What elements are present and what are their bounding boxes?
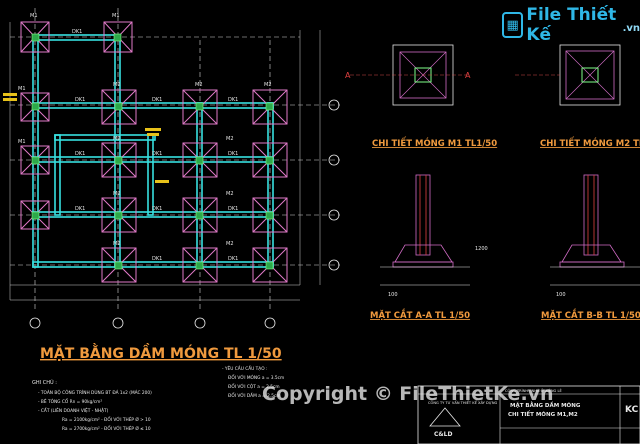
company-logo: C&LD — [429, 407, 461, 438]
cover-line: ĐỐI VỚI MÓNG a = 3.5cm — [228, 373, 284, 381]
brand-name: File Thiết Kế — [526, 5, 617, 45]
svg-text:100: 100 — [556, 292, 566, 298]
sheet-title-2: CHI TIẾT MÓNG M1,M2 — [508, 410, 578, 418]
foundation-plan: M1 M1 M1 M2 M2 M2 M1 M2 M2 M2 M2 M2 M2 D… — [3, 8, 340, 362]
brand-tld: .vn — [622, 22, 640, 34]
tag-dk1: DK1 — [75, 97, 85, 103]
tag-m2: M2 — [226, 191, 234, 197]
tag-dk1: DK1 — [75, 151, 85, 157]
plan-tags: M1 M1 M1 M2 M2 M2 M1 M2 M2 M2 M2 M2 M2 D… — [18, 13, 272, 262]
section-aa: 1200 100 MẶT CẮT A-A TL 1/50 — [370, 174, 488, 321]
notes-heading: GHI CHÚ : — [32, 379, 57, 386]
note-line: - BÊ TÔNG CỐ Rn = 90kg/cm² — [38, 397, 102, 405]
tag-m2: M2 — [264, 82, 272, 88]
sheet-code: KC — [625, 405, 639, 415]
tag-dk1: DK1 — [75, 206, 85, 212]
tag-dk1: DK1 — [228, 97, 238, 103]
tag-m1: M1 — [18, 86, 26, 92]
axis-bubbles — [29, 99, 340, 329]
tag-m2: M2 — [226, 136, 234, 142]
project-line: CÔNG TRÌNH : NHÀ Ở RIÊNG LẺ — [505, 388, 562, 393]
svg-text:1200: 1200 — [475, 246, 488, 252]
tag-m1: M1 — [30, 13, 38, 19]
svg-text:A: A — [465, 71, 471, 80]
company-name: CÔNG TY TƯ VẤN THIẾT KẾ XÂY DỰNG — [428, 399, 498, 405]
tag-m2: M2 — [113, 136, 121, 142]
note-line: - TOÀN BỘ CÔNG TRÌNH DÙNG BT ĐÁ 1x2 (MÁC… — [38, 389, 152, 396]
tag-dk1: DK1 — [152, 256, 162, 262]
tag-m2: M2 — [113, 82, 121, 88]
tag-m2: M2 — [113, 191, 121, 197]
cover-line: ĐỐI VỚI CỘT a = 2.5cm — [228, 382, 280, 390]
tag-dk1: DK1 — [72, 29, 82, 35]
tag-dk1: DK1 — [228, 256, 238, 262]
section-bb: 100 MẶT CẮT B-B TL 1/50 — [541, 174, 640, 321]
note-line: Ra = 2100kg/cm² - ĐỐI VỚI THÉP Ø > 10 — [62, 415, 151, 423]
cover-heading: - YÊU CẦU CẤU TẠO : — [222, 364, 267, 372]
dimension-lines — [9, 22, 321, 301]
tag-m2: M2 — [113, 241, 121, 247]
tag-m1: M1 — [18, 139, 26, 145]
section-bb-title: MẶT CẮT B-B TL 1/50 — [541, 308, 640, 321]
detail-m1: A A CHI TIẾT MÓNG M1 TL1/50 — [345, 44, 497, 149]
tag-dk1: DK1 — [152, 97, 162, 103]
tag-m2: M2 — [195, 82, 203, 88]
copyright-watermark: Copyright © FileThietKe.vn — [262, 383, 554, 405]
plan-title: MẶT BẰNG DẦM MÓNG TL 1/50 — [40, 343, 282, 362]
brand-icon: ▦ — [502, 12, 524, 38]
tag-m1: M1 — [112, 13, 120, 19]
tag-m2: M2 — [226, 241, 234, 247]
general-notes: GHI CHÚ : - TOÀN BỘ CÔNG TRÌNH DÙNG BT Đ… — [32, 364, 284, 432]
tag-dk1: DK1 — [228, 151, 238, 157]
note-line: - CẤT (LIÊN DOANH VIỆT - NHẬT) — [38, 406, 109, 414]
sheet-title-1: MẶT BẰNG DẦM MÓNG — [510, 400, 581, 409]
cover-line: ĐỐI VỚI DẦM a = 2.5cm — [228, 391, 281, 399]
detail-m2: CHI TIẾT MÓNG M2 TL1/50 — [515, 44, 640, 149]
detail-m1-title: CHI TIẾT MÓNG M1 TL1/50 — [372, 136, 497, 149]
detail-m2-title: CHI TIẾT MÓNG M2 TL1/50 — [540, 136, 640, 149]
svg-text:A: A — [345, 71, 351, 80]
columns — [31, 33, 274, 270]
brand-logo: ▦ File Thiết Kế .vn — [502, 5, 640, 45]
title-block: CÔNG TRÌNH : NHÀ Ở RIÊNG LẺ CÔNG TY TƯ V… — [417, 385, 640, 444]
svg-text:100: 100 — [388, 292, 398, 298]
section-aa-title: MẶT CẮT A-A TL 1/50 — [370, 308, 470, 321]
tag-dk1: DK1 — [152, 151, 162, 157]
tag-dk1: DK1 — [152, 206, 162, 212]
note-line: Ra = 2700kg/cm² - ĐỐI VỚI THÉP Ø ≤ 10 — [62, 424, 151, 432]
hatch-marks — [3, 93, 169, 183]
svg-text:C&LD: C&LD — [434, 431, 452, 438]
tag-dk1: DK1 — [228, 206, 238, 212]
